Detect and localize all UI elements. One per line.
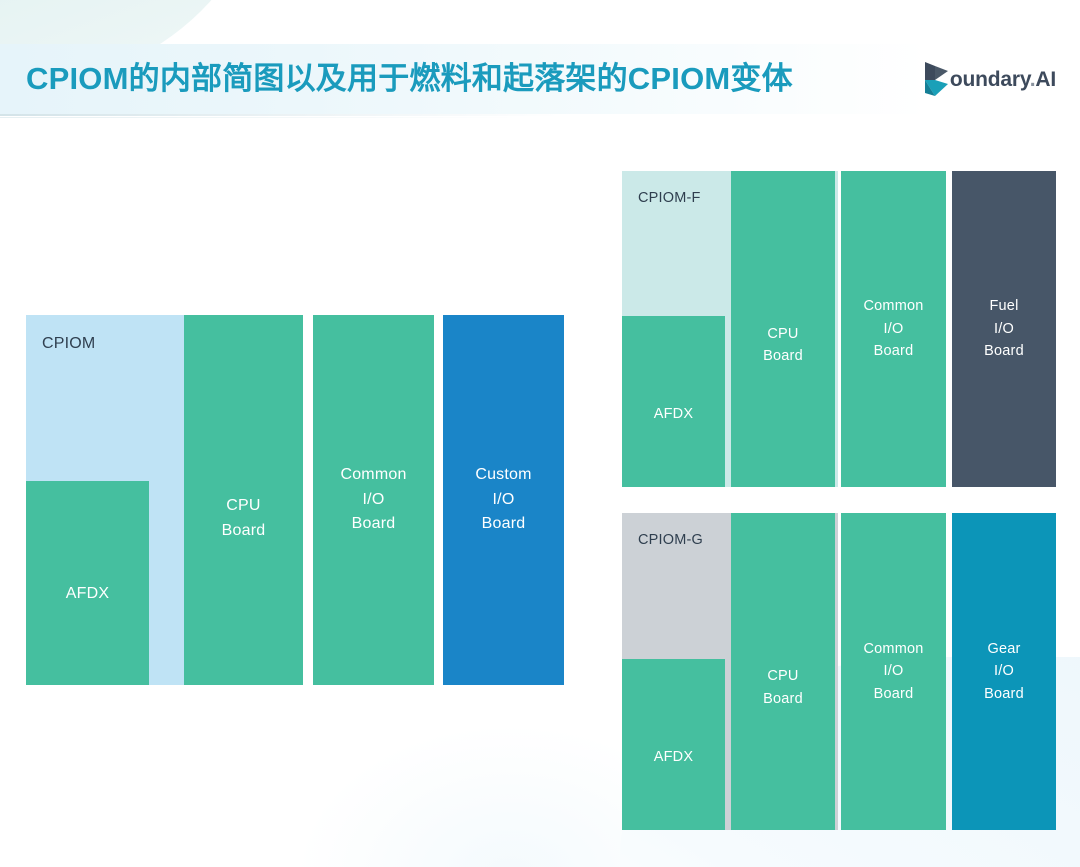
cpiom-common-io-board-line-3: Board: [351, 515, 396, 533]
cpiom-common-io-board: Common I/O Board: [313, 315, 434, 685]
cpiom-f-cpu-board-line-1: CPU: [767, 325, 799, 342]
cpiom-g-gear-io-board-line-1: Gear: [987, 640, 1021, 657]
boundary-b-mark-icon: [924, 62, 948, 96]
cpiom-g-cpu-board-line-2: Board: [763, 690, 803, 707]
cpiom-g-cpu-board: CPU Board: [731, 513, 835, 830]
diagram-cpiom: CPIOM AFDX CPU Board Common I/O Board Cu…: [26, 315, 564, 685]
cpiom-afdx-block: AFDX: [26, 481, 149, 685]
diagram-cpiom-f: CPIOM-F AFDX CPU Board Common I/O Board …: [622, 171, 1056, 487]
cpiom-g-common-io-board: Common I/O Board: [841, 513, 946, 830]
cpiom-f-fuel-io-board-line-3: Board: [984, 343, 1024, 360]
cpiom-afdx-label: AFDX: [65, 585, 110, 602]
cpiom-custom-io-board-line-3: Board: [481, 515, 526, 533]
cpiom-g-common-io-board-line-1: Common: [863, 640, 924, 657]
cpiom-g-gear-io-board-line-2: I/O: [994, 663, 1014, 680]
cpiom-g-gear-io-board: Gear I/O Board: [952, 513, 1056, 830]
cpiom-g-common-io-board-line-2: I/O: [883, 663, 904, 680]
cpiom-cpu-board-line-1: CPU: [226, 497, 261, 515]
cpiom-common-io-board-line-1: Common: [340, 465, 407, 483]
cpiom-f-module-label: CPIOM-F: [638, 190, 701, 206]
cpiom-g-common-io-board-line-3: Board: [873, 685, 914, 702]
cpiom-g-module-label: CPIOM-G: [638, 532, 704, 548]
logo-wordmark-dot: .: [1029, 67, 1036, 91]
cpiom-cpu-board: CPU Board: [184, 315, 303, 685]
header-divider: [0, 114, 560, 116]
cpiom-f-cpu-board-line-2: Board: [763, 348, 803, 364]
cpiom-f-common-io-board: Common I/O Board: [841, 171, 946, 487]
page-title: CPIOM的内部简图以及用于燃料和起落架的CPIOM变体: [26, 61, 793, 96]
logo-wordmark: oundary.AI: [950, 69, 1056, 92]
cpiom-f-fuel-io-board-line-2: I/O: [994, 320, 1014, 337]
cpiom-f-fuel-io-board-line-1: Fuel: [989, 298, 1019, 315]
cpiom-f-cpu-board: CPU Board: [731, 171, 835, 487]
header-divider-secondary: [0, 117, 520, 118]
cpiom-f-fuel-io-board: Fuel I/O Board: [952, 171, 1056, 487]
logo-wordmark-ai: AI: [1035, 67, 1056, 91]
cpiom-f-afdx-label: AFDX: [653, 405, 694, 422]
cpiom-common-io-board-line-2: I/O: [362, 490, 385, 508]
cpiom-f-common-io-board-line-3: Board: [873, 343, 914, 360]
cpiom-f-common-io-board-line-1: Common: [863, 298, 924, 315]
cpiom-custom-io-board-line-2: I/O: [492, 490, 515, 508]
cpiom-custom-io-board: Custom I/O Board: [443, 315, 564, 685]
cpiom-g-gear-io-board-line-3: Board: [984, 685, 1024, 702]
cpiom-custom-io-board-line-1: Custom: [475, 465, 532, 483]
cpiom-cpu-board-line-2: Board: [221, 522, 266, 539]
cpiom-g-cpu-board-line-1: CPU: [767, 668, 799, 685]
cpiom-f-common-io-board-line-2: I/O: [883, 320, 904, 337]
cpiom-g-afdx-block: AFDX: [622, 659, 725, 830]
header-band: [0, 44, 1080, 114]
boundary-ai-logo: oundary.AI: [923, 60, 1056, 100]
cpiom-module-label: CPIOM: [42, 335, 96, 352]
diagram-cpiom-g: CPIOM-G AFDX CPU Board Common I/O Board …: [622, 513, 1056, 830]
cpiom-g-afdx-label: AFDX: [653, 748, 694, 765]
logo-wordmark-main: oundary: [949, 67, 1030, 91]
cpiom-f-afdx-block: AFDX: [622, 316, 725, 487]
